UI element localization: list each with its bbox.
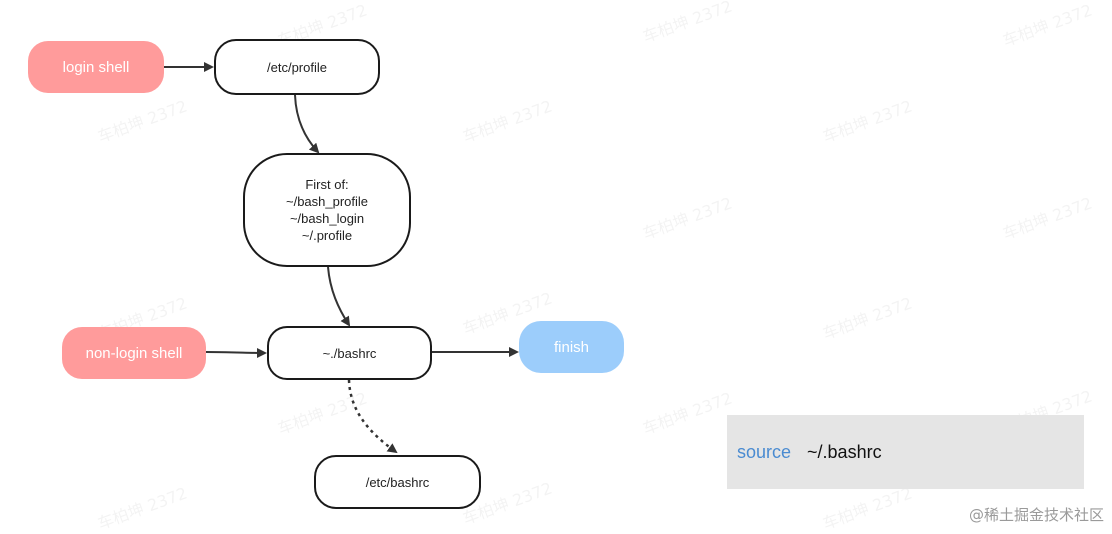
first-of-line: First of: bbox=[305, 177, 349, 192]
code-snippet: source ~/.bashrc bbox=[727, 415, 1084, 489]
code-argument: ~/.bashrc bbox=[807, 441, 882, 462]
bashrc-node: ~./bashrc bbox=[267, 326, 432, 380]
finish-label: finish bbox=[553, 338, 590, 356]
first-of-line: ~/bash_profile bbox=[285, 194, 369, 209]
etc-bashrc-node: /etc/bashrc bbox=[314, 455, 481, 509]
bashrc-label: ~./bashrc bbox=[322, 345, 377, 361]
arrow-profile-to-firstof bbox=[294, 94, 320, 154]
arrow-bashrc-to-etcbashrc bbox=[347, 379, 398, 454]
finish-node: finish bbox=[519, 321, 624, 373]
etc-profile-label: /etc/profile bbox=[267, 59, 327, 75]
etc-profile-node: /etc/profile bbox=[214, 39, 380, 95]
arrow-nonlogin-to-bashrc bbox=[205, 347, 267, 358]
non-login-shell-node: non-login shell bbox=[62, 327, 206, 379]
code-keyword: source bbox=[737, 441, 792, 462]
footer-watermark: @稀土掘金技术社区 bbox=[968, 506, 1104, 524]
first-of-node: First of: ~/bash_profile ~/bash_login ~/… bbox=[243, 153, 411, 267]
etc-bashrc-label: /etc/bashrc bbox=[365, 474, 430, 490]
first-of-line: ~/.profile bbox=[301, 228, 353, 243]
login-shell-node: login shell bbox=[28, 41, 164, 93]
login-shell-label: login shell bbox=[62, 58, 130, 76]
arrow-firstof-to-bashrc bbox=[327, 266, 351, 327]
first-of-line: ~/bash_login bbox=[289, 211, 365, 226]
non-login-shell-label: non-login shell bbox=[85, 344, 183, 362]
